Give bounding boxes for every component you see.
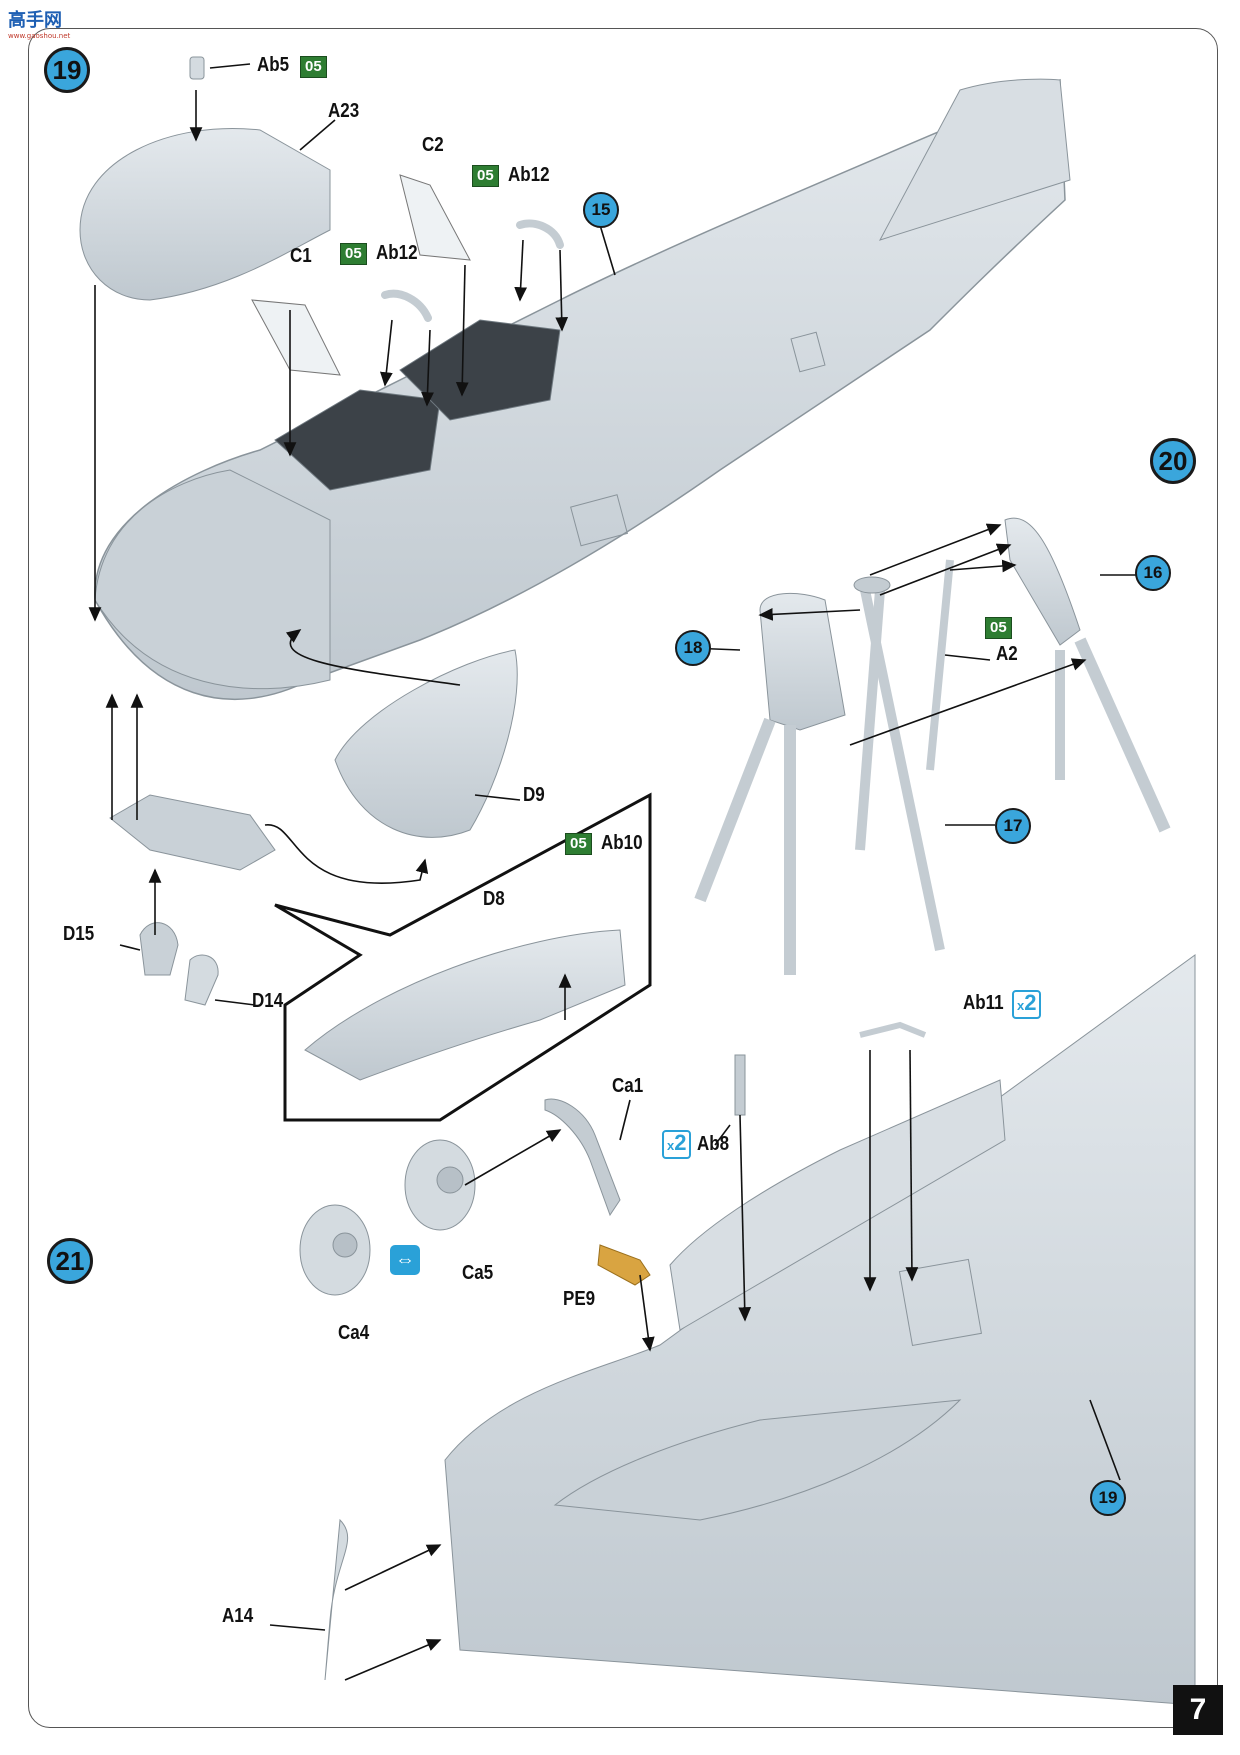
page-number: 7	[1173, 1685, 1223, 1735]
stand-assembly	[694, 517, 1171, 975]
ref-17-badge: 17	[995, 808, 1031, 844]
part-a23-cowl	[79, 128, 331, 301]
part-a14	[324, 1518, 349, 1681]
label-c1: C1	[290, 245, 312, 267]
label-pe9: PE9	[563, 1288, 596, 1310]
part-pe9	[597, 1244, 651, 1286]
label-ab5: Ab5	[257, 54, 290, 76]
quantity-ab11: x2	[1012, 990, 1042, 1019]
label-d8: D8	[483, 888, 505, 910]
part-c2-canopy	[399, 174, 471, 261]
step-20-badge: 20	[1150, 438, 1196, 484]
label-d15: D15	[63, 923, 95, 945]
part-ca5-wheel	[404, 1139, 476, 1231]
paint-code-ab5: 05	[300, 56, 327, 78]
label-ca4: Ca4	[338, 1322, 370, 1344]
fuselage-rear	[444, 954, 1196, 1706]
label-ab8: Ab8	[697, 1133, 730, 1155]
part-belly-panel	[109, 794, 276, 871]
label-c2: C2	[422, 134, 444, 156]
part-ca4-wheel	[299, 1204, 371, 1296]
watermark-text: 高手网	[8, 9, 62, 31]
inset-d8-frame	[274, 792, 652, 1122]
label-ca1: Ca1	[612, 1075, 644, 1097]
paint-code-ab12-mid: 05	[340, 243, 367, 265]
part-ab12-b	[516, 219, 564, 249]
step-21-badge: 21	[47, 1238, 93, 1284]
paint-code-ab12-top: 05	[472, 165, 499, 187]
label-d9: D9	[523, 784, 545, 806]
label-d14: D14	[252, 990, 284, 1012]
ref-18-badge: 18	[675, 630, 711, 666]
paint-code-ab10: 05	[565, 833, 592, 855]
label-ab12-mid: Ab12	[376, 242, 418, 264]
part-c1-canopy	[251, 299, 341, 376]
part-ab12-a	[381, 289, 432, 322]
label-ab12-top: Ab12	[508, 164, 550, 186]
label-a14: A14	[222, 1605, 254, 1627]
quantity-ab8: x2	[662, 1130, 692, 1159]
step-19-badge: 19	[44, 47, 90, 93]
ref-15-badge: 15	[583, 192, 619, 228]
label-ab10: Ab10	[601, 832, 643, 854]
part-d8	[304, 929, 626, 1081]
part-ab8	[734, 1054, 746, 1116]
label-a23: A23	[328, 100, 360, 122]
watermark-subtext: www.gaoshou.net	[8, 32, 71, 40]
ref-16-badge: 16	[1135, 555, 1171, 591]
page-frame	[28, 28, 1218, 1728]
part-ab5	[189, 56, 205, 80]
label-ca5: Ca5	[462, 1262, 494, 1284]
swap-arrows-icon: ⇔	[390, 1245, 420, 1275]
part-ab11	[859, 1021, 927, 1038]
watermark-logo: 高手网 www.gaoshou.net	[8, 9, 71, 40]
label-ab11: Ab11	[963, 992, 1004, 1014]
paint-code-a2: 05	[985, 617, 1012, 639]
part-ca1-leg	[544, 1098, 621, 1217]
label-a2: A2	[996, 643, 1018, 665]
part-d9	[334, 649, 518, 838]
assembly-arrows	[88, 63, 1155, 1681]
part-d15	[139, 922, 179, 976]
ref-19-badge: 19	[1090, 1480, 1126, 1516]
part-d14	[184, 954, 219, 1006]
fuselage-front	[94, 78, 1071, 700]
